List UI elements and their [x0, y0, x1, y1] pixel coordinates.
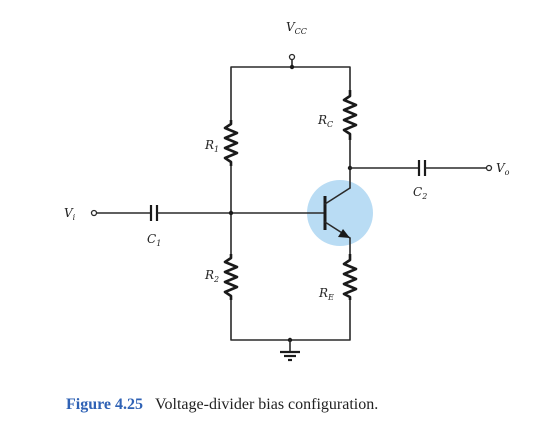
- resistor-r1: [223, 120, 239, 166]
- label-rc: RC: [317, 113, 333, 129]
- label-c2: C2: [413, 185, 427, 201]
- label-re: RE: [318, 286, 334, 302]
- figure-caption: Figure 4.25 Voltage-divider bias configur…: [66, 396, 378, 414]
- label-c1: C1: [147, 232, 161, 248]
- label-r2: R2: [204, 268, 219, 284]
- resistor-rc: [342, 90, 358, 140]
- figure-number: Figure 4.25: [66, 396, 144, 413]
- label-vi: Vi: [64, 206, 76, 222]
- bottom-rail: [230, 299, 351, 341]
- npn-transistor: [323, 187, 351, 239]
- label-vo: Vo: [496, 161, 510, 177]
- label-r1: R1: [204, 138, 219, 154]
- resistor-re: [342, 254, 358, 300]
- figure-caption-text: Voltage-divider bias configuration.: [155, 396, 379, 413]
- vo-terminal: [485, 164, 493, 172]
- label-vcc: VCC: [286, 20, 307, 36]
- emitter-arrow-icon: [338, 229, 350, 238]
- capacitor-c2: [417, 160, 427, 176]
- top-rail: [230, 66, 351, 121]
- ground-symbol: [280, 339, 300, 362]
- resistor-r2: [223, 254, 239, 300]
- capacitor-c1: [149, 205, 159, 221]
- vi-terminal: [90, 209, 98, 217]
- top-rail-junction: [289, 64, 295, 70]
- base-junction: [228, 210, 234, 216]
